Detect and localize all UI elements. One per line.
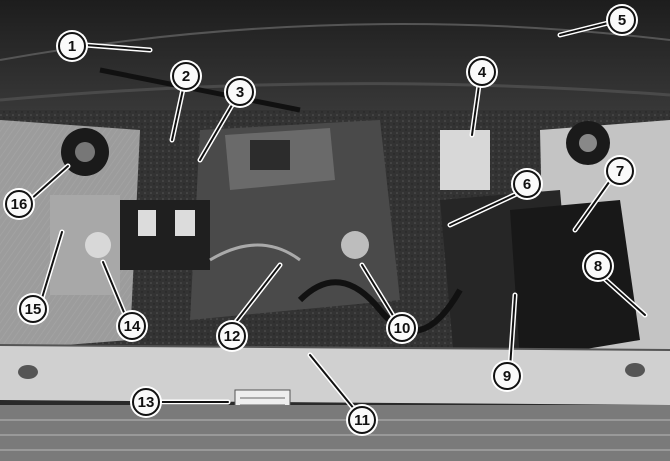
callout-12: 12 xyxy=(218,322,246,350)
bonnet-underside xyxy=(0,0,670,120)
callout-1: 1 xyxy=(58,32,86,60)
callout-5: 5 xyxy=(608,6,636,34)
callout-9: 9 xyxy=(493,362,521,390)
callout-7: 7 xyxy=(606,157,634,185)
callout-11: 11 xyxy=(348,406,376,434)
callout-14: 14 xyxy=(118,312,146,340)
reservoir-cap xyxy=(85,232,111,258)
callout-16: 16 xyxy=(5,190,33,218)
callout-8: 8 xyxy=(584,252,612,280)
callout-15: 15 xyxy=(19,295,47,323)
callout-2: 2 xyxy=(172,62,200,90)
front-crossmember xyxy=(0,345,670,405)
oil-filler-cap xyxy=(341,231,369,259)
callout-10: 10 xyxy=(388,314,416,342)
fusebox xyxy=(120,200,210,270)
callout-3: 3 xyxy=(226,78,254,106)
radiator-lower xyxy=(0,405,670,461)
callout-13: 13 xyxy=(132,388,160,416)
callout-6: 6 xyxy=(513,170,541,198)
control-box xyxy=(440,130,490,190)
callout-4: 4 xyxy=(468,58,496,86)
